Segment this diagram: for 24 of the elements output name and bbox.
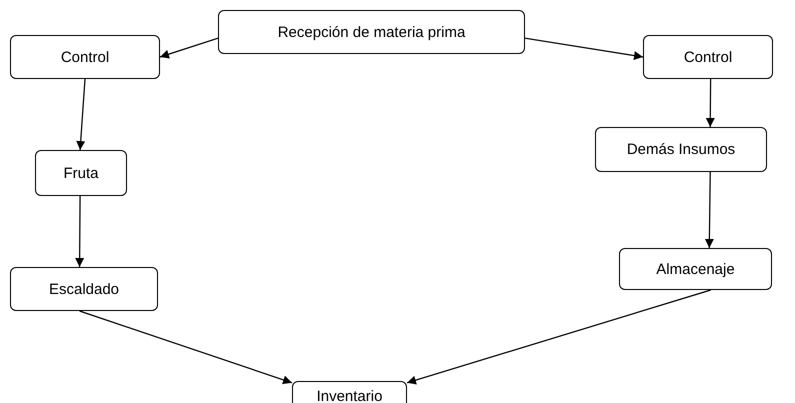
- arrow: [160, 38, 218, 58]
- process-box: [10, 35, 160, 79]
- arrow: [524, 38, 644, 60]
- box-label: Control: [60, 48, 110, 66]
- box-label: Almacenaje: [656, 260, 735, 278]
- box-label: Control: [684, 48, 732, 66]
- box-label: Inventario: [316, 388, 382, 403]
- box-label: Recepción de materia prima: [278, 24, 466, 40]
- box-label: Escaldado: [48, 280, 120, 298]
- arrow: [79, 310, 292, 384]
- process-box: [35, 150, 127, 196]
- arrow: [406, 289, 711, 384]
- process-box: [619, 248, 772, 290]
- box-label: Demás Insumos: [626, 141, 736, 158]
- process-box: [10, 267, 158, 311]
- process-box: [595, 127, 767, 172]
- arrow: [75, 196, 84, 267]
- arrow: [76, 78, 86, 150]
- box-label: Fruta: [63, 164, 98, 182]
- process-box: [218, 10, 525, 54]
- arrow: [706, 79, 715, 127]
- arrow: [704, 172, 714, 248]
- process-box: [643, 35, 773, 79]
- process-box: [292, 381, 407, 403]
